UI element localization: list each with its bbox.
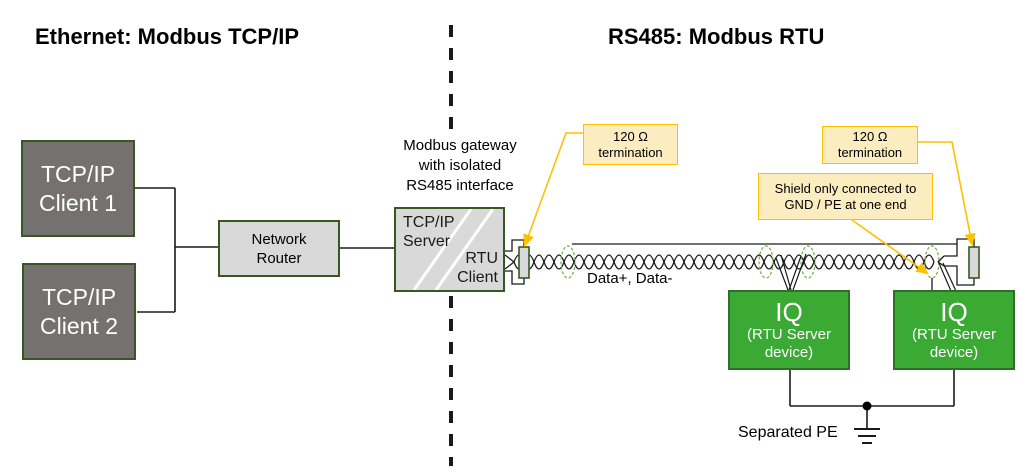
shield-note-line2: GND / PE at one end <box>784 196 907 212</box>
client1-label-line2: Client 1 <box>39 189 117 216</box>
ethernet-wires <box>135 187 394 313</box>
termination-note-right: 120 Ω termination <box>822 126 918 164</box>
termination-left <box>505 239 530 285</box>
termination-left-line2: termination <box>598 144 663 160</box>
gateway-caption-line3: RS485 interface <box>406 177 514 194</box>
iq-device2-box: IQ (RTU Server device) <box>893 290 1015 370</box>
shield-note-line1: Shield only connected to <box>774 180 917 196</box>
leader-termination-right <box>918 141 976 247</box>
device2-bus-drop <box>937 260 957 292</box>
gateway-caption: Modbus gateway with isolated RS485 inter… <box>381 136 539 196</box>
gateway-caption-line2: with isolated <box>418 157 502 174</box>
separated-pe-label: Separated PE <box>738 424 838 441</box>
termination-note-left: 120 Ω termination <box>583 124 678 165</box>
server-port-line2: Server <box>403 233 451 250</box>
modbus-gateway-box: TCP/IP Server RTU Client <box>394 207 505 292</box>
tcpip-client2-box: TCP/IP Client 2 <box>22 263 136 360</box>
tcpip-client1-box: TCP/IP Client 1 <box>21 140 135 237</box>
earth-ground-icon <box>854 428 880 444</box>
termination-right-line2: termination <box>837 145 903 160</box>
client1-label-line1: TCP/IP <box>40 160 116 187</box>
rtu-port-line2: Client <box>457 269 498 286</box>
gateway-caption-line1: Modbus gateway <box>403 137 517 154</box>
network-router-box: Network Router <box>218 220 340 277</box>
section-title-ethernet: Ethernet: Modbus TCP/IP <box>35 24 299 49</box>
gateway-bus-stubs <box>504 254 515 270</box>
device2-subline1: (RTU Server <box>912 326 996 343</box>
device2-name: IQ <box>940 297 968 327</box>
rtu-port-line1: RTU <box>465 250 498 267</box>
termination-resistor-left <box>518 246 530 279</box>
shield-note: Shield only connected to GND / PE at one… <box>758 173 933 220</box>
gateway-tcpip-server-port: TCP/IP Server <box>403 213 455 251</box>
iq-device1-box: IQ (RTU Server device) <box>728 290 850 370</box>
device1-bus-drop <box>775 253 807 291</box>
leader-shield-note <box>851 219 929 275</box>
termination-left-line1: 120 Ω <box>612 128 649 144</box>
leader-termination-left <box>523 132 583 248</box>
pe-wiring <box>789 370 955 429</box>
pe-junction-dot <box>862 401 872 411</box>
device1-name: IQ <box>775 297 803 327</box>
termination-resistor-right <box>968 246 980 279</box>
router-label-line1: Network <box>251 230 307 248</box>
section-title-rs485: RS485: Modbus RTU <box>608 24 825 49</box>
termination-right-line1: 120 Ω <box>852 129 888 144</box>
client2-label-line2: Client 2 <box>40 312 118 339</box>
server-port-line1: TCP/IP <box>403 214 455 231</box>
device1-subline1: (RTU Server <box>747 326 831 343</box>
twisted-pair-strand-b <box>513 254 935 270</box>
bus-signal-label: Data+, Data- <box>587 270 673 287</box>
device2-subline2: device) <box>929 344 979 361</box>
router-label-line2: Router <box>256 249 302 267</box>
callout-leaders <box>523 132 976 275</box>
device1-subline2: device) <box>764 344 814 361</box>
termination-right <box>937 238 980 286</box>
gateway-isolation-slashes <box>412 209 495 290</box>
client2-label-line1: TCP/IP <box>41 283 117 310</box>
gateway-rtu-client-port: RTU Client <box>457 249 498 287</box>
